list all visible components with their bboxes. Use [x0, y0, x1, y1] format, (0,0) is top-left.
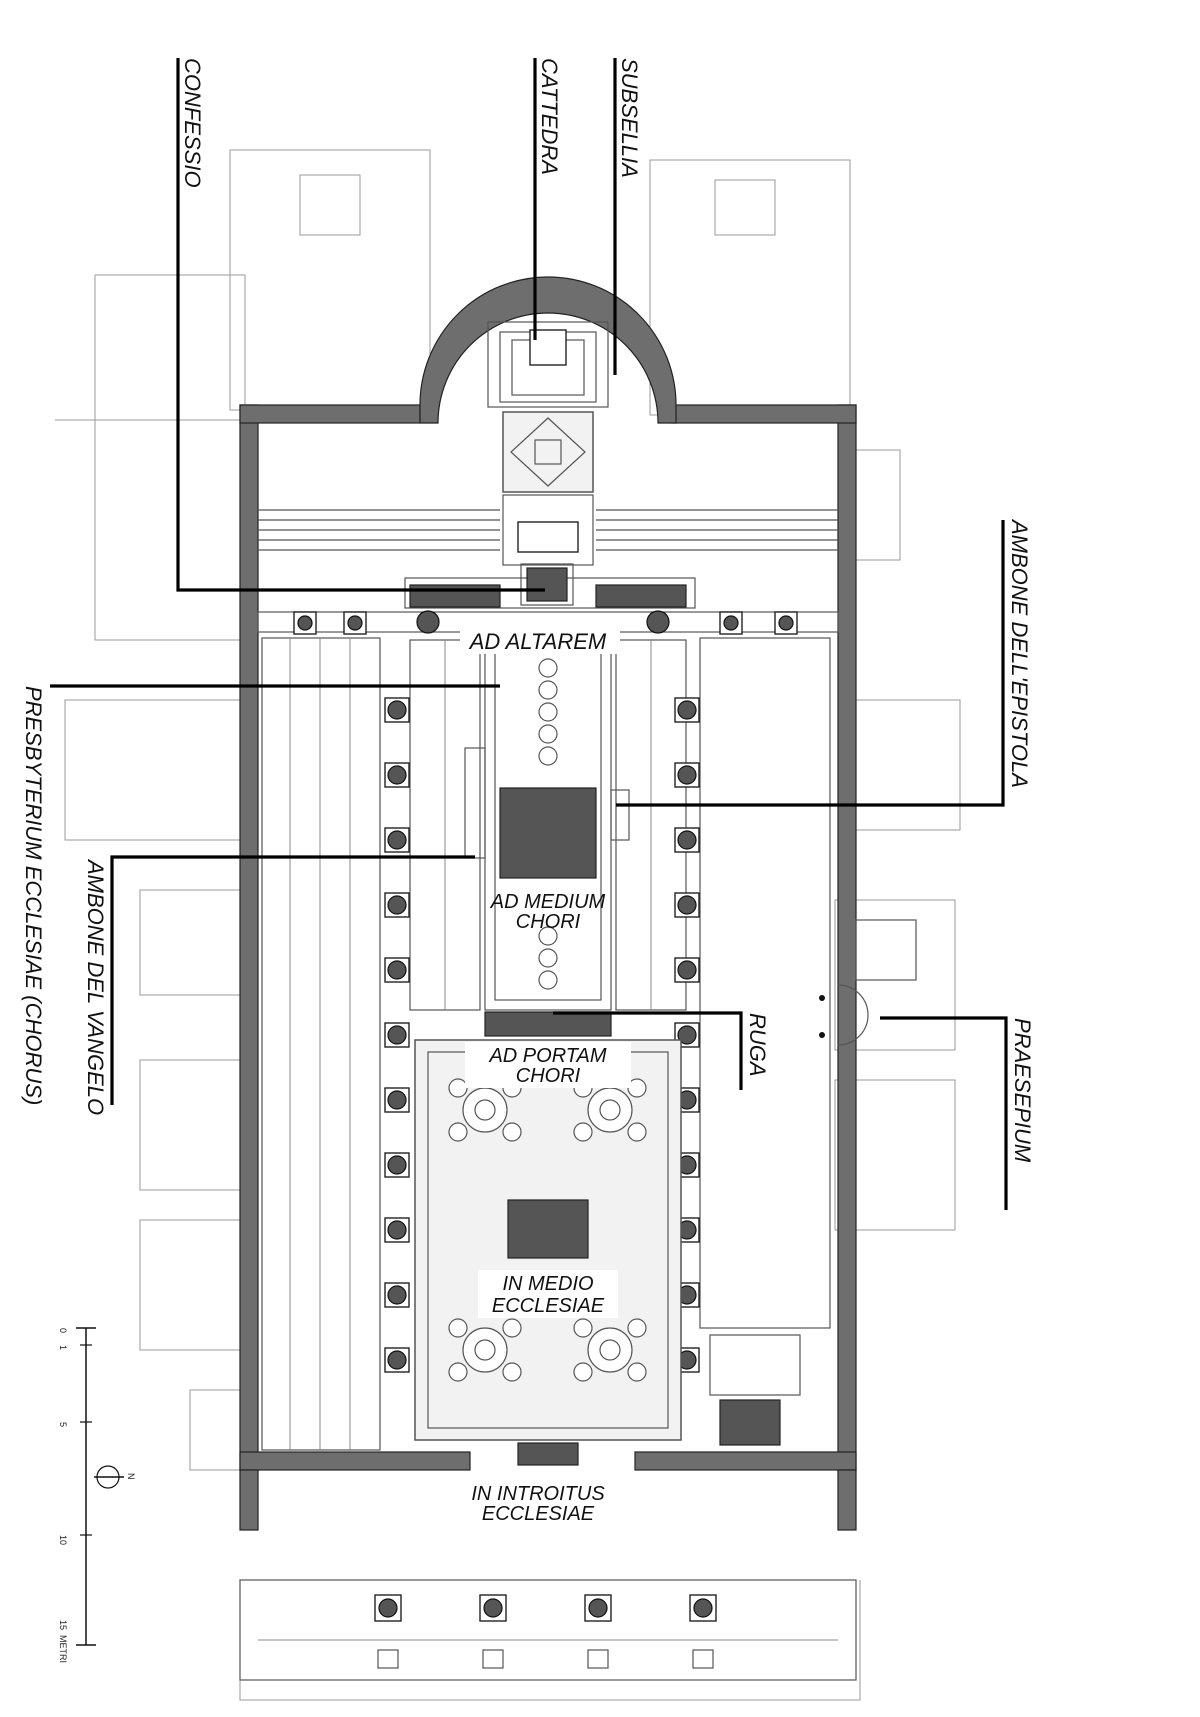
- scale-tick-10: 10: [58, 1535, 68, 1545]
- scale-unit: METRI: [58, 1635, 68, 1663]
- label-cattedra: CATTEDRA: [537, 58, 562, 175]
- leader-confessio: [176, 58, 545, 592]
- label-ambone-epistola: AMBONE DELL'EPISTOLA: [1007, 518, 1032, 788]
- horizontal-labels: AD ALTAREM AD MEDIUM CHORI AD PORTAM CHO…: [460, 628, 631, 1525]
- surrounding-structures: [55, 149, 961, 1701]
- label-ad-portam-chori-2: CHORI: [516, 1065, 581, 1087]
- label-subsellia: SUBSELLIA: [617, 58, 642, 178]
- label-ambone-vangelo: AMBONE DEL VANGELO: [83, 858, 108, 1115]
- portico-columns: [374, 1594, 717, 1669]
- label-ruga: RUGA: [745, 1013, 770, 1077]
- leader-lines: [50, 58, 1008, 1210]
- north-arrow-icon: N: [94, 1465, 136, 1489]
- label-ad-medium-chori-1: AD MEDIUM: [490, 891, 606, 913]
- label-in-introitus-ecclesiae-2: ECCLESIAE: [482, 1503, 595, 1525]
- nave-columns-left: [384, 697, 410, 1373]
- cosmatesque-pavement: [414, 1039, 682, 1466]
- label-in-introitus-ecclesiae-1: IN INTROITUS: [471, 1483, 605, 1505]
- schola-cantorum: [464, 639, 630, 1037]
- north-label: N: [126, 1473, 136, 1480]
- scale-bar: 0 1 5 10 15 METRI: [58, 1327, 96, 1663]
- scale-tick-15: 15: [58, 1620, 68, 1630]
- vertical-labels: CONFESSIO CATTEDRA SUBSELLIA AMBONE DELL…: [21, 58, 1035, 1163]
- scale-tick-5: 5: [58, 1422, 68, 1427]
- aisle-floor-grid: [261, 637, 831, 1451]
- praesepium-chapel: [709, 919, 917, 1446]
- label-in-medio-ecclesiae-2: ECCLESIAE: [492, 1295, 605, 1317]
- label-ad-altarem: AD ALTAREM: [468, 629, 607, 654]
- label-in-medio-ecclesiae-1: IN MEDIO: [502, 1273, 593, 1295]
- scale-tick-1: 1: [58, 1345, 68, 1350]
- outer-walls: [239, 276, 857, 1681]
- leader-ambone-epistola: [616, 520, 1005, 807]
- leader-ambone-vangelo: [110, 855, 475, 1105]
- label-confessio: CONFESSIO: [180, 58, 205, 188]
- label-ad-medium-chori-2: CHORI: [516, 911, 581, 933]
- label-ad-portam-chori-1: AD PORTAM: [488, 1045, 606, 1067]
- cattedra-subsellia: [487, 321, 609, 493]
- label-praesepium: PRAESEPIUM: [1010, 1018, 1035, 1163]
- label-presbyterium: PRESBYTERIUM ECCLESIAE (CHORUS): [21, 686, 46, 1105]
- scale-tick-0: 0: [58, 1328, 68, 1333]
- leader-ruga: [553, 1011, 743, 1090]
- leader-praesepium: [880, 1016, 1008, 1210]
- altar-confessio: [502, 494, 594, 606]
